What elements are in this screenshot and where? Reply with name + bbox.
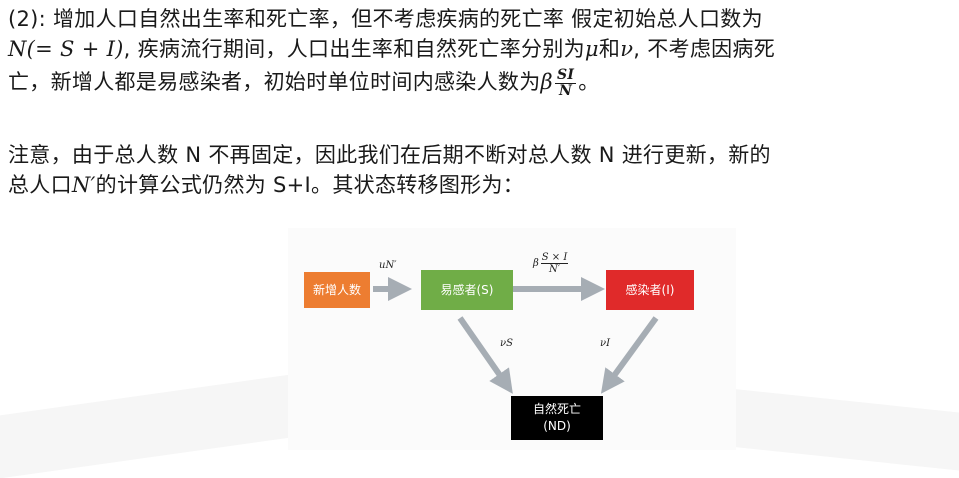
background-shape (0, 374, 290, 478)
paragraph-1-line-1: (2): 增加人口自然出生率和死亡率，但不考虑疾病的死亡率 假定初始总人口数为 (8, 7, 763, 31)
label-s-death-rate: νS (500, 338, 513, 349)
total-population-formula: N(= S + I) (8, 37, 124, 61)
n-prime-symbol: N′ (71, 173, 96, 197)
node-infected: 感染者(I) (606, 270, 694, 310)
state-transition-diagram: 新增人数 易感者(S) 感染者(I) 自然死亡 (ND) uN′ β S × I… (288, 228, 736, 450)
paragraph-1: (2): 增加人口自然出生率和死亡率，但不考虑疾病的死亡率 假定初始总人口数为 … (8, 4, 958, 99)
paragraph-2-line-1: 注意，由于总人数 N 不再固定，因此我们在后期不断对总人数 N 进行更新，新的 (8, 143, 771, 167)
arrow-i-to-death (600, 316, 659, 394)
label-birth-rate: uN′ (379, 260, 397, 271)
paragraph-2-line-2: 总人口N′的计算公式仍然为 S+I。其状态转移图形为： (8, 173, 525, 197)
paragraph-2: 注意，由于总人数 N 不再固定，因此我们在后期不断对总人数 N 进行更新，新的 … (8, 140, 958, 200)
nu-symbol: ν (620, 37, 634, 61)
arrow-s-to-death (457, 316, 513, 394)
node-births: 新增人数 (304, 272, 370, 308)
paragraph-1-line-2: N(= S + I), 疾病流行期间，人口出生率和自然死亡率分别为μ和ν, 不考… (8, 37, 776, 61)
arrows (373, 277, 659, 394)
beta-symbol: β (540, 70, 553, 94)
mu-symbol: μ (584, 37, 599, 61)
background-shape (720, 387, 959, 471)
node-natural-death: 自然死亡 (ND) (511, 396, 603, 440)
label-i-death-rate: νI (600, 338, 611, 349)
node-susceptible: 易感者(S) (421, 270, 513, 310)
